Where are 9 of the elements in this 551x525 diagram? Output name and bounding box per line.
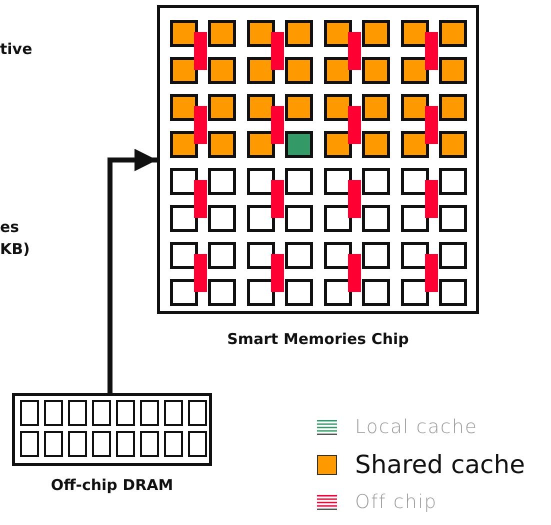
legend-text: Local cache <box>355 416 478 438</box>
connector-arrow <box>108 148 157 393</box>
legend-text: Off chip <box>355 491 438 513</box>
chip-label: Smart Memories Chip <box>226 330 410 348</box>
text-fragment: KB) <box>0 240 30 258</box>
legend-text: Shared cache <box>355 450 525 479</box>
text-fragment: tive <box>0 40 32 58</box>
chip-label: Off-chip DRAM <box>50 476 174 494</box>
text-fragment: es <box>0 218 20 236</box>
